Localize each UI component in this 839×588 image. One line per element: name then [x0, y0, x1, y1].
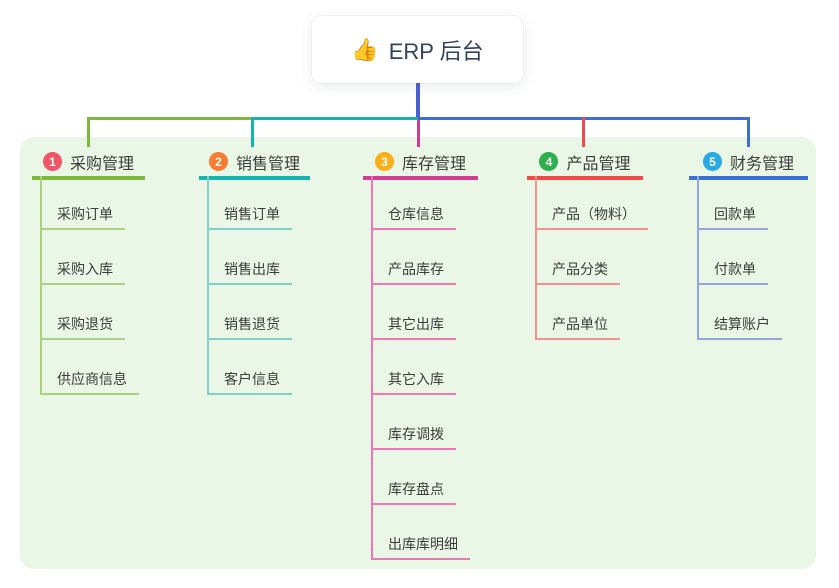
root-node[interactable]: 👍 ERP 后台: [312, 16, 523, 83]
node-item-label: 产品库存: [371, 260, 456, 285]
branch-node-5[interactable]: 5 财务管理: [689, 147, 808, 180]
connector-drop-2: [250, 117, 254, 147]
connector-branch-spine: [535, 176, 537, 340]
node-item[interactable]: 产品单位: [535, 315, 620, 340]
branch-node-4[interactable]: 4 产品管理: [527, 147, 643, 180]
branch-title: 财务管理: [729, 155, 794, 173]
connector-bus-teal: [252, 117, 418, 120]
connector-drop-1: [86, 117, 90, 147]
node-item[interactable]: 产品（物料）: [535, 205, 648, 230]
node-item[interactable]: 销售出库: [207, 260, 292, 285]
priority-badge: 4: [539, 152, 559, 171]
node-item[interactable]: 产品分类: [535, 260, 620, 285]
root-node-label: ERP 后台: [388, 38, 484, 64]
thumbs-up-icon: 👍: [351, 36, 379, 62]
node-item-label: 库存调拨: [371, 425, 456, 450]
connector-root-stem: [416, 82, 420, 120]
node-item-label: 回款单: [697, 205, 768, 230]
node-item-label: 仓库信息: [371, 205, 456, 230]
node-item[interactable]: 出库库明细: [371, 535, 470, 560]
node-item-label: 其它入库: [371, 370, 456, 395]
node-item[interactable]: 库存调拨: [371, 425, 456, 450]
node-item-label: 出库库明细: [371, 535, 470, 560]
node-item-label: 采购入库: [40, 260, 125, 285]
node-item-label: 付款单: [697, 260, 768, 285]
node-item-label: 销售订单: [207, 205, 292, 230]
node-item-label: 其它出库: [371, 315, 456, 340]
priority-badge: 1: [42, 152, 62, 171]
node-item-label: 库存盘点: [371, 480, 456, 505]
node-item-label: 采购订单: [40, 205, 125, 230]
branch-title: 库存管理: [401, 155, 466, 173]
connector-drop-5: [746, 117, 750, 147]
node-item-label: 产品单位: [535, 315, 620, 340]
connector-branch-spine: [40, 176, 42, 395]
node-item[interactable]: 采购订单: [40, 205, 125, 230]
node-item[interactable]: 结算账户: [697, 315, 782, 340]
branch-node-3[interactable]: 3 库存管理: [363, 147, 478, 180]
connector-branch-spine: [207, 176, 209, 395]
node-item-label: 结算账户: [697, 315, 782, 340]
node-item[interactable]: 供应商信息: [40, 370, 139, 395]
node-item[interactable]: 客户信息: [207, 370, 292, 395]
node-item[interactable]: 付款单: [697, 260, 768, 285]
branches-panel: [20, 137, 816, 569]
node-item-label: 产品（物料）: [535, 205, 648, 230]
node-item-label: 销售出库: [207, 260, 292, 285]
connector-drop-3: [416, 120, 420, 147]
branch-title: 销售管理: [235, 155, 300, 173]
priority-badge: 3: [374, 152, 394, 171]
node-item[interactable]: 采购入库: [40, 260, 125, 285]
branch-node-2[interactable]: 2 销售管理: [199, 147, 310, 180]
node-item-label: 客户信息: [207, 370, 292, 395]
node-item[interactable]: 仓库信息: [371, 205, 456, 230]
node-item[interactable]: 库存盘点: [371, 480, 456, 505]
connector-branch-spine: [697, 176, 699, 340]
node-item-label: 产品分类: [535, 260, 620, 285]
priority-badge: 5: [702, 152, 722, 171]
node-item[interactable]: 销售订单: [207, 205, 292, 230]
node-item[interactable]: 其它入库: [371, 370, 456, 395]
node-item-label: 采购退货: [40, 315, 125, 340]
node-item-label: 供应商信息: [40, 370, 139, 395]
node-item[interactable]: 采购退货: [40, 315, 125, 340]
node-item-label: 销售退货: [207, 315, 292, 340]
connector-drop-4: [581, 117, 585, 147]
branch-title: 产品管理: [566, 155, 631, 173]
node-item[interactable]: 销售退货: [207, 315, 292, 340]
node-item[interactable]: 其它出库: [371, 315, 456, 340]
node-item[interactable]: 产品库存: [371, 260, 456, 285]
connector-branch-spine: [371, 176, 373, 560]
connector-bus-blue: [420, 117, 750, 120]
branch-node-1[interactable]: 1 采购管理: [32, 147, 145, 180]
node-item[interactable]: 回款单: [697, 205, 768, 230]
priority-badge: 2: [208, 152, 228, 171]
connector-bus-green: [87, 117, 252, 120]
branch-title: 采购管理: [69, 155, 134, 173]
